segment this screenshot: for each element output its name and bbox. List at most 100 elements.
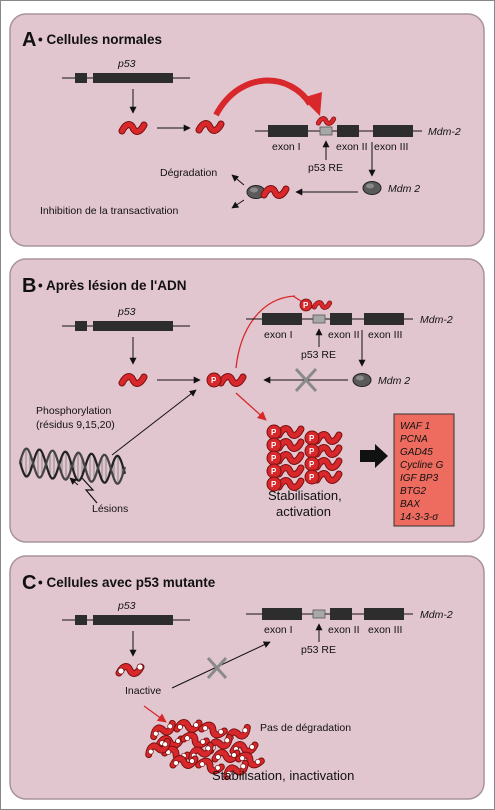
p53-protein-icon (221, 377, 243, 384)
mutant-p53-icon (233, 745, 255, 752)
p-label: P (271, 467, 277, 476)
red-arrowhead-a (302, 92, 322, 116)
activation-label-b: activation (276, 504, 331, 519)
target-gene-item: WAF 1 (400, 421, 430, 432)
red-binding-arrow-a (213, 77, 313, 117)
lesions-label: Lésions (92, 503, 128, 515)
no-degradation-label: Pas de dégradation (260, 722, 351, 734)
lightning-icon (81, 477, 98, 504)
exon1-label-b: exon I (264, 329, 293, 341)
mutant-p53-icon (201, 723, 224, 737)
exon1-label-c: exon I (264, 624, 293, 636)
p53re-label-c: p53 RE (301, 644, 336, 656)
inhibition-label-a: Inhibition de la transactivation (40, 205, 178, 217)
dna-strand (18, 447, 127, 485)
p53-protein-icon (317, 448, 339, 455)
panel-a-letter: A (22, 29, 36, 51)
exon2-label-b: exon II (328, 329, 360, 341)
arrow-to-inhibition-a (231, 199, 245, 209)
p53-protein-icon (317, 435, 339, 442)
p53-protein-icon (122, 377, 144, 384)
mdm2-gene-label-b: Mdm-2 (420, 314, 453, 326)
mdm2-gene-b: P Mdm-2 exon I exon II exon III p53 RE (246, 298, 453, 361)
stabilisation-inactivation-label: Stabilisation, inactivation (212, 768, 354, 783)
mutant-p53-icon (173, 759, 195, 766)
p53-gene-label-b: p53 (117, 306, 136, 318)
mutant-p53-icon (215, 753, 237, 760)
lesion-arrow (69, 477, 79, 486)
target-gene-item: GAD45 (400, 447, 433, 458)
p-label: P (309, 434, 315, 443)
residues-label: (résidus 9,15,20) (36, 419, 115, 431)
panel-b-letter: B (22, 275, 36, 297)
p53-protein-icon (279, 481, 301, 488)
block-cross-b (294, 367, 318, 393)
panel-b: B • Après lésion de l'ADN p53 P P (9, 258, 485, 543)
p53-protein-icon (279, 468, 301, 475)
arrow-dna-to-p53-b (111, 389, 197, 456)
p53re-label-a: p53 RE (308, 162, 343, 174)
mutant-p53-icon (238, 753, 261, 767)
mutant-p53-icon (118, 664, 143, 674)
block-cross-c (206, 656, 228, 680)
exon3-label-c: exon III (368, 624, 402, 636)
target-genes-box (393, 413, 455, 527)
mdm2-gene-c: Mdm-2 exon I exon II exon III p53 RE (246, 608, 453, 656)
mutant-p53-aggregate (146, 723, 261, 778)
mutant-p53-icon (146, 741, 169, 755)
exon3-label-a: exon III (374, 141, 408, 153)
mutant-p53-icon (198, 759, 221, 773)
mdm2-gene-a: Mdm-2 exon I exon II exon III p53 RE (255, 119, 461, 174)
panel-a: A • Cellules normales p53 Mdm-2 exon I e… (9, 13, 485, 247)
p53-protein-icon (279, 455, 301, 462)
p53-gene-b: p53 (62, 306, 190, 331)
panel-a-title: • Cellules normales (38, 32, 162, 47)
p53-gene-label-c: p53 (117, 600, 136, 612)
p53-protein-icon (264, 189, 286, 196)
phosphorylation-label: Phosphorylation (36, 405, 111, 417)
mdm2-gene-label-c: Mdm-2 (420, 609, 453, 621)
mutant-p53-icon (159, 739, 181, 746)
p53re-label-b: p53 RE (301, 349, 336, 361)
degradation-label-a: Dégradation (160, 167, 217, 179)
exon2-label-a: exon II (336, 141, 368, 153)
target-gene-item: BAX (400, 499, 420, 510)
target-gene-item: IGF BP3 (400, 473, 439, 484)
p-label: P (271, 480, 277, 489)
p-label: P (309, 447, 315, 456)
target-gene-item: Cycline G (400, 460, 444, 471)
mdm2-gene-label-a: Mdm-2 (428, 126, 461, 138)
p-label: P (271, 454, 277, 463)
p-label: P (211, 376, 217, 385)
p-label: P (271, 441, 277, 450)
panel-b-title: • Après lésion de l'ADN (38, 278, 186, 293)
p53-protein-icon (279, 442, 301, 449)
inactive-label: Inactive (125, 685, 161, 697)
mutant-p53-icon (151, 723, 174, 737)
p53-gene-c: p53 (62, 600, 190, 625)
mutant-p53-icon (224, 763, 247, 777)
mutant-p53-icon (183, 733, 206, 747)
mdm2-protein-label-b: Mdm 2 (378, 375, 410, 387)
mdm2-protein-icon (362, 181, 382, 195)
panel-c-letter: C (22, 572, 36, 594)
exon3-label-b: exon III (368, 329, 402, 341)
target-arrow (360, 444, 388, 468)
mutant-p53-icon (177, 723, 199, 730)
dna-helix-icon (18, 447, 127, 485)
p53-gene-a: p53 (62, 58, 190, 83)
panel-c: C • Cellules avec p53 mutante p53 Inacti… (9, 555, 485, 800)
p53-protein-icon (122, 125, 144, 132)
mdm2-protein-icon (352, 373, 372, 387)
stabilisation-label-b: Stabilisation, (268, 488, 342, 503)
red-arrow-to-aggregate-c (143, 705, 167, 723)
exon2-label-c: exon II (328, 624, 360, 636)
p-label: P (309, 460, 315, 469)
red-arrow-to-cluster-b (235, 392, 267, 421)
target-gene-item: 14-3-3-σ (400, 512, 439, 523)
p53-gene-label-a: p53 (117, 58, 136, 70)
panel-c-title: • Cellules avec p53 mutante (38, 575, 216, 590)
arrow-to-degradation-a (231, 174, 245, 186)
